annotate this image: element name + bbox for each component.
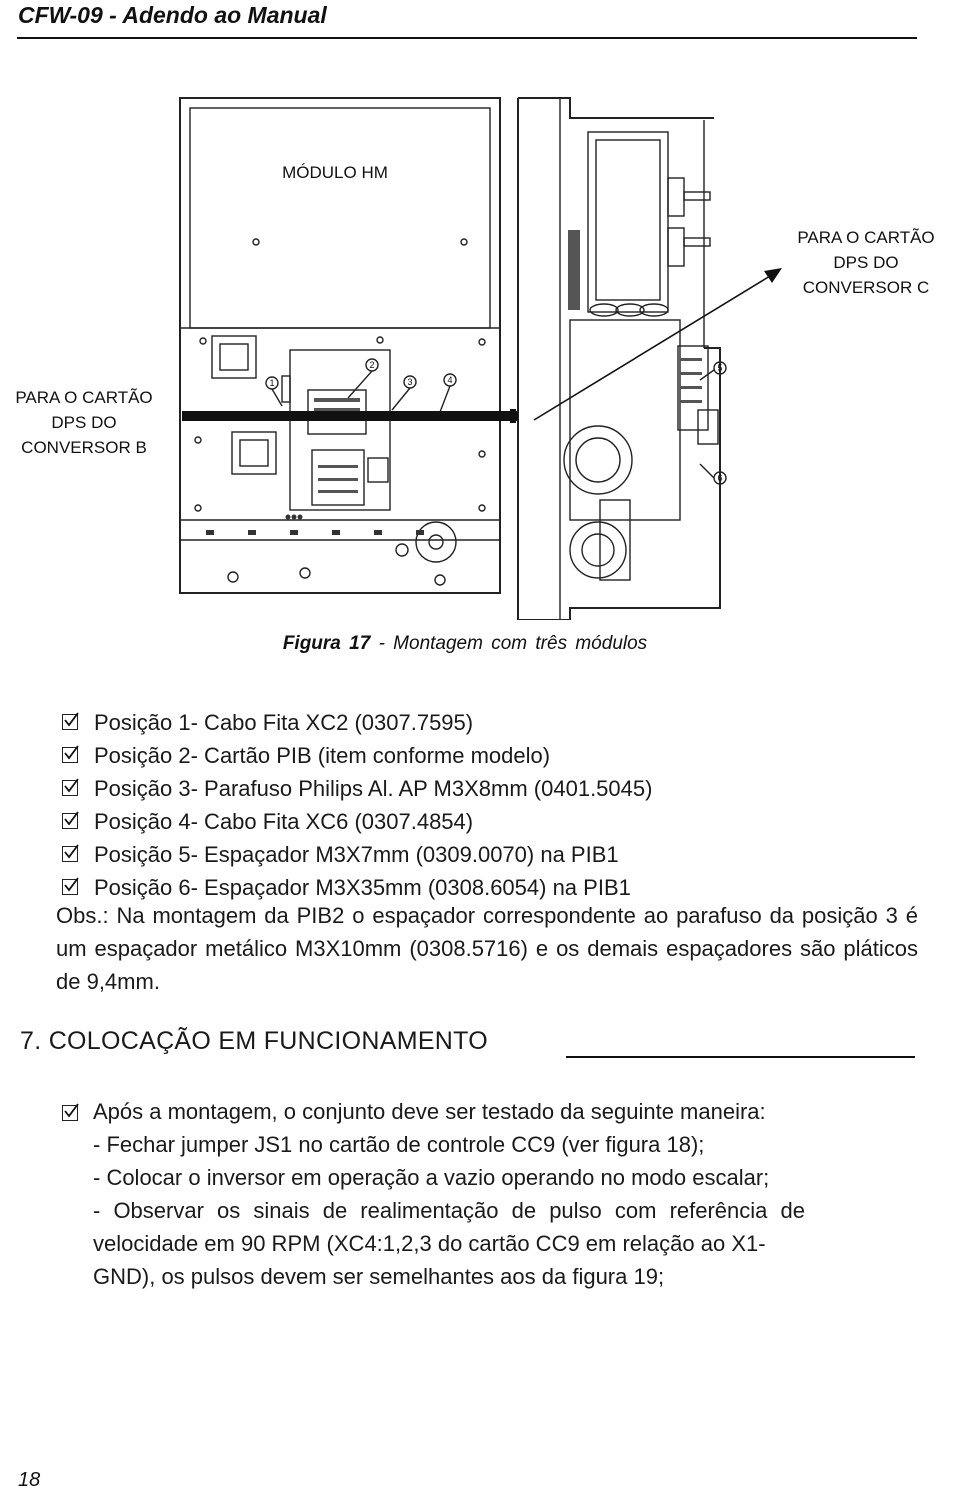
position-text: Posição 5- Espaçador M3X7mm (0309.0070) … [94, 842, 619, 867]
page-header-title: CFW-09 - Adendo ao Manual [18, 2, 327, 28]
step-line: - Observar os sinais de realimentação de… [93, 1198, 805, 1223]
label-conversor-c-line3: CONVERSOR C [802, 278, 930, 297]
assembly-drawing: 1 2 3 4 5 6 [179, 97, 782, 621]
step-line: GND), os pulsos devem ser semelhantes ao… [93, 1264, 665, 1289]
position-text: Posição 1- Cabo Fita XC2 (0307.7595) [94, 710, 474, 735]
callout-3: 3 [407, 377, 412, 387]
callout-6: 6 [717, 473, 722, 483]
label-conversor-c: PARA O CARTÃO DPS DO CONVERSOR C [772, 225, 960, 300]
list-item: Posição 3- Parafuso Philips Al. AP M3X8m… [58, 772, 938, 805]
checkbox-checked-icon [62, 877, 79, 895]
checkbox-checked-icon [62, 712, 79, 730]
section-title-underline [566, 1056, 915, 1058]
position-text: Posição 3- Parafuso Philips Al. AP M3X8m… [94, 776, 653, 801]
callout-5: 5 [717, 363, 722, 373]
position-text: Posição 2- Cartão PIB (item conforme mod… [94, 743, 551, 768]
header-divider [17, 37, 917, 39]
list-item: Posição 2- Cartão PIB (item conforme mod… [58, 739, 938, 772]
callout-1: 1 [269, 378, 274, 388]
section-title: 7. COLOCAÇÃO EM FUNCIONAMENTO [20, 1027, 489, 1055]
position-checklist: Posição 1- Cabo Fita XC2 (0307.7595) Pos… [58, 706, 938, 904]
position-text: Posição 6- Espaçador M3X35mm (0308.6054)… [94, 875, 631, 900]
step-line: - Colocar o inversor em operação a vazio… [93, 1165, 770, 1190]
callout-2: 2 [369, 360, 374, 370]
checkbox-checked-icon [62, 778, 79, 796]
label-conversor-c-line1: PARA O CARTÃO [797, 228, 935, 247]
obs-paragraph: Obs.: Na montagem da PIB2 o espaçador co… [56, 903, 918, 994]
figure-caption: Figura 17 - Montagem com três módulos [0, 633, 930, 655]
figure-caption-text: - Montagem com três módulos [370, 633, 648, 654]
checkbox-checked-icon [62, 811, 79, 829]
checkbox-checked-icon [62, 844, 79, 862]
checkbox-checked-icon [62, 745, 79, 763]
checkbox-checked-icon [62, 1103, 79, 1121]
label-modulo-hm: MÓDULO HM [282, 163, 388, 182]
label-conversor-c-line2: DPS DO [833, 253, 899, 272]
startup-steps: Após a montagem, o conjunto deve ser tes… [58, 1095, 920, 1293]
label-conversor-b-line3: CONVERSOR B [21, 438, 147, 457]
callout-4: 4 [447, 375, 452, 385]
page-number: 18 [18, 1469, 41, 1491]
label-conversor-b: PARA O CARTÃO DPS DO CONVERSOR B [0, 385, 168, 460]
position-text: Posição 4- Cabo Fita XC6 (0307.4854) [94, 809, 474, 834]
list-item: Posição 4- Cabo Fita XC6 (0307.4854) [58, 805, 938, 838]
label-conversor-b-line1: PARA O CARTÃO [15, 388, 153, 407]
step-line: - Fechar jumper JS1 no cartão de control… [93, 1132, 705, 1157]
step-line: velocidade em 90 RPM (XC4:1,2,3 do cartã… [93, 1231, 766, 1256]
list-item: Posição 1- Cabo Fita XC2 (0307.7595) [58, 706, 938, 739]
list-item: Posição 6- Espaçador M3X35mm (0308.6054)… [58, 871, 938, 904]
figure-caption-number: Figura 17 [282, 633, 371, 654]
label-conversor-b-line2: DPS DO [51, 413, 117, 432]
figure-17-drawing: 1 2 3 4 5 6 MÓDULO HM PARA O CARTÃO DPS … [0, 80, 960, 621]
list-item: Posição 5- Espaçador M3X7mm (0309.0070) … [58, 838, 938, 871]
step-line: Após a montagem, o conjunto deve ser tes… [93, 1099, 766, 1124]
